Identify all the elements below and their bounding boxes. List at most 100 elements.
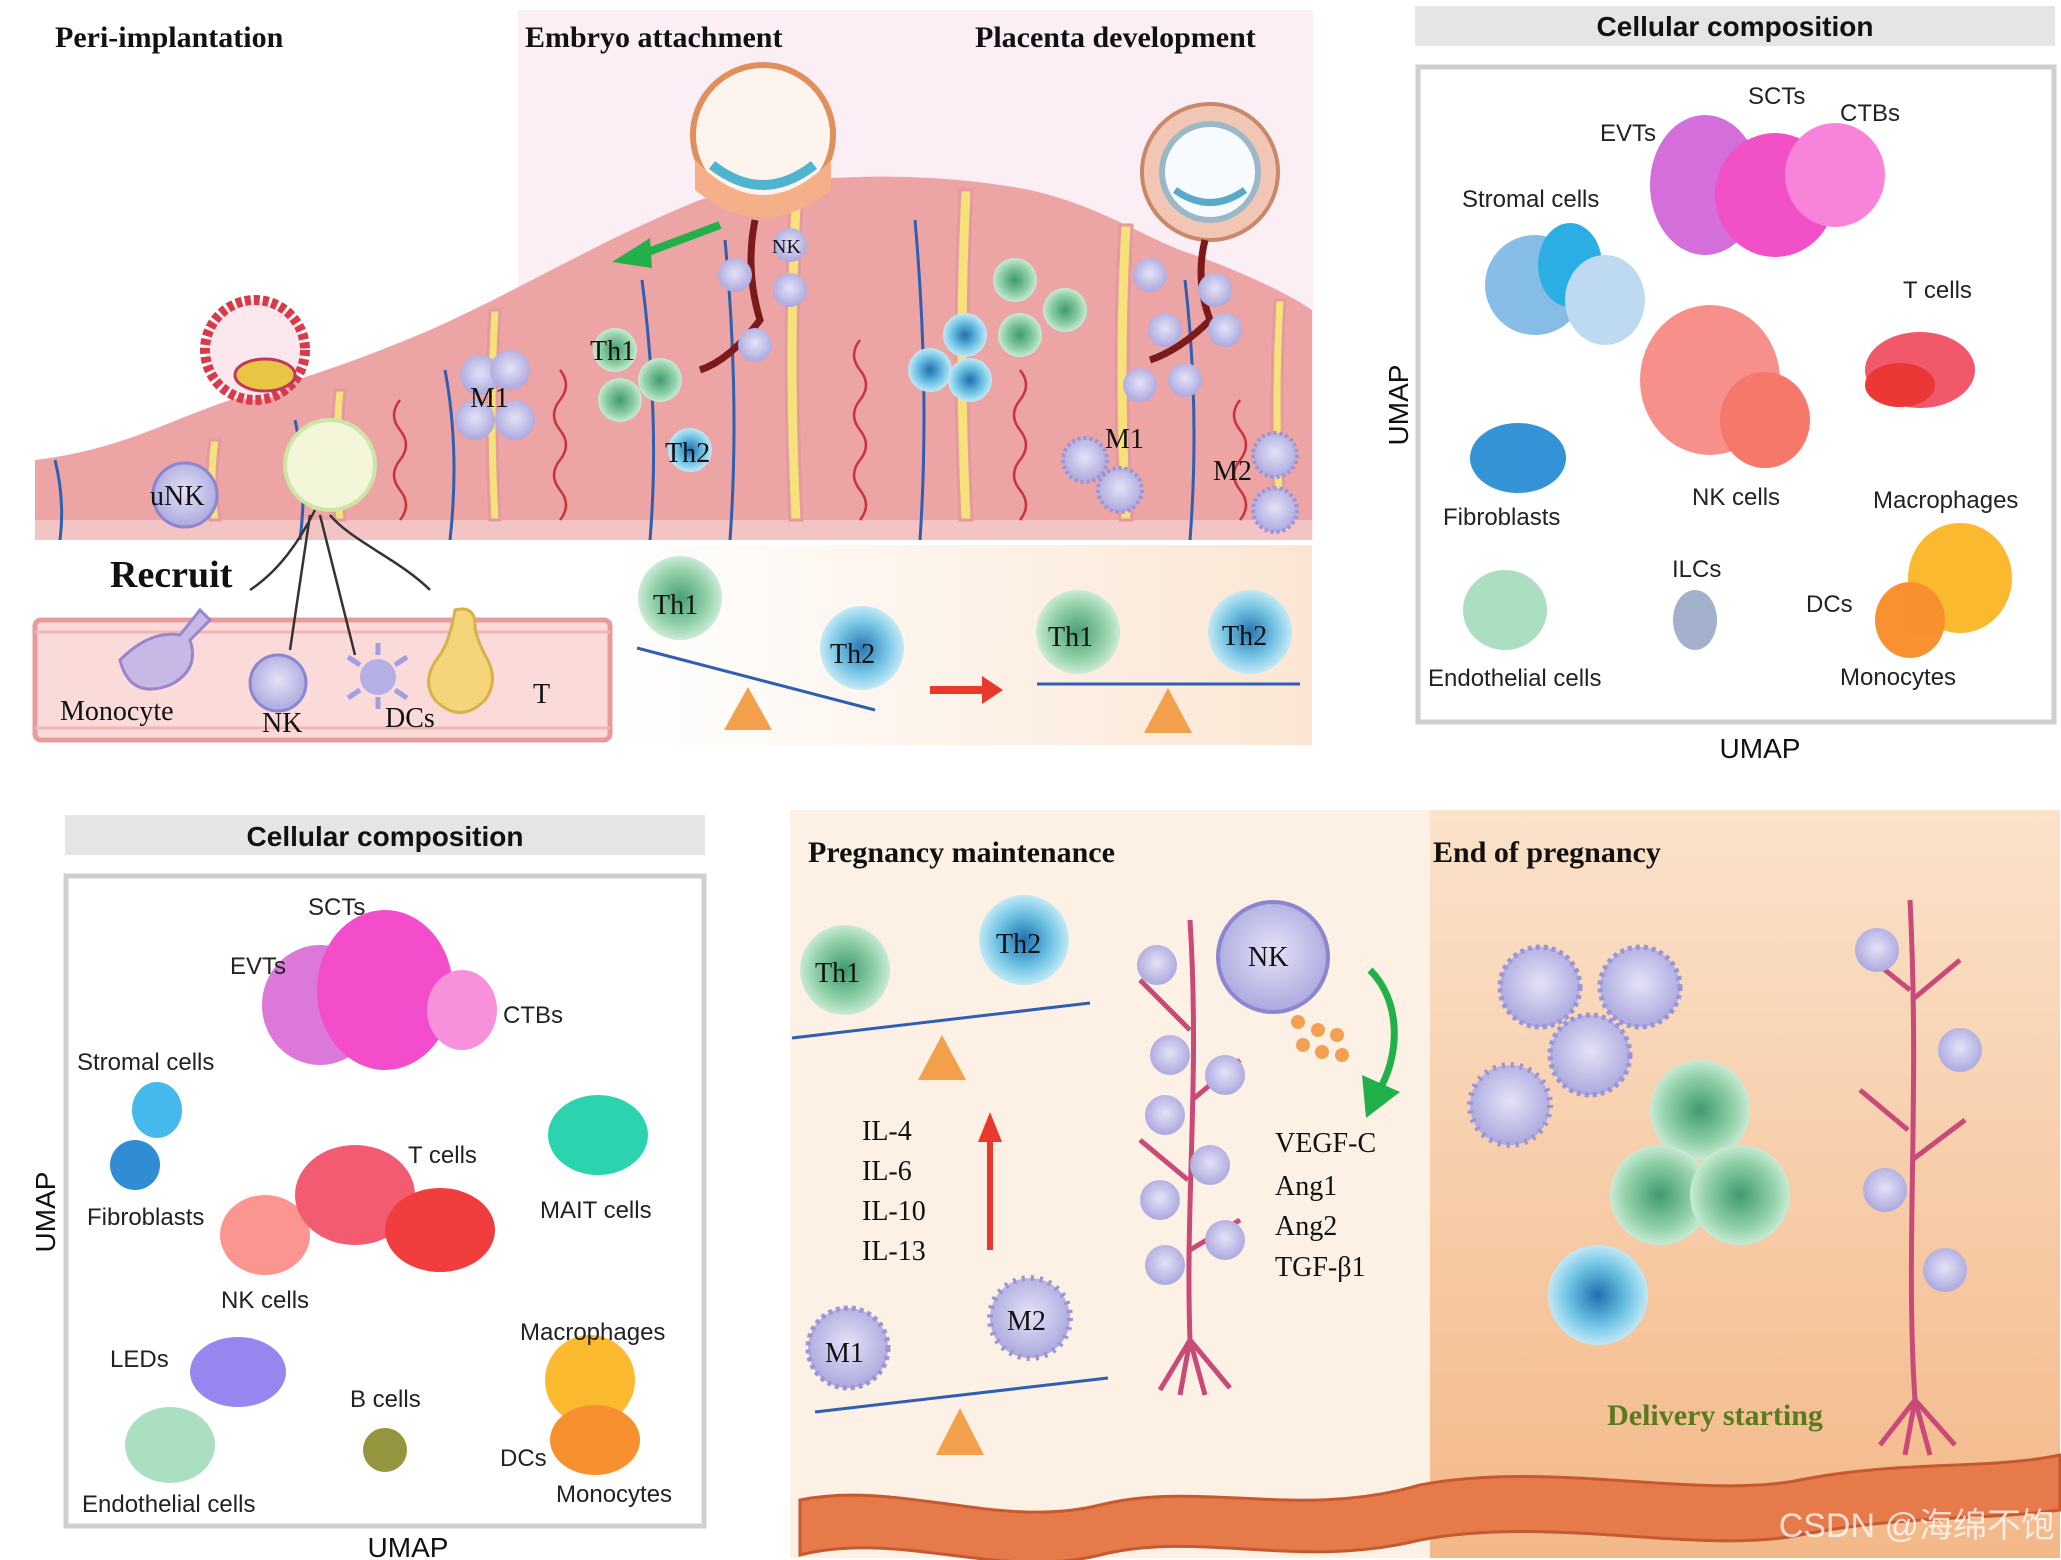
m2-maint — [987, 1275, 1073, 1361]
nk-large — [1216, 900, 1330, 1014]
spiral-arteries — [392, 339, 1248, 521]
secreted-granules — [1291, 1015, 1349, 1062]
utop-dcs: DCs — [1806, 591, 1853, 618]
cluster-fibroblasts-b — [110, 1140, 160, 1190]
cluster-ilcs — [1673, 590, 1717, 650]
cluster-macrophages-b — [545, 1335, 635, 1425]
recruit-arrows — [249, 509, 431, 656]
blastocyst-attaching — [690, 62, 836, 374]
ubot-fibro: Fibroblasts — [87, 1204, 204, 1231]
label-m2-maint: M2 — [1007, 1306, 1046, 1337]
title-peri: Peri-implantation — [55, 21, 284, 54]
ubot-dcs: DCs — [500, 1445, 547, 1472]
th2-balance-left — [820, 606, 904, 690]
th1-maint — [800, 925, 890, 1015]
title-end: End of pregnancy — [1433, 836, 1661, 869]
nk-cells-attach — [718, 228, 807, 362]
label-th2-bal-left: Th2 — [830, 639, 875, 670]
fulcrum-right — [1144, 688, 1192, 733]
shift-arrowhead — [982, 676, 1003, 704]
title-placenta: Placenta development — [975, 21, 1256, 54]
label-th1-a: Th1 — [590, 336, 635, 367]
utop-fibro: Fibroblasts — [1443, 504, 1560, 531]
ubot-evts: EVTs — [230, 953, 286, 980]
factor-1: Ang1 — [1275, 1171, 1337, 1202]
cluster-tcells-core — [1865, 363, 1935, 407]
title-maintenance: Pregnancy maintenance — [808, 836, 1115, 869]
stage-titles: Peri-implantation Embryo attachment Plac… — [55, 21, 1661, 869]
label-t: T — [533, 679, 550, 710]
utop-ilcs: ILCs — [1672, 556, 1721, 583]
utop-endo: Endothelial cells — [1428, 665, 1601, 692]
label-monocyte: Monocyte — [60, 696, 174, 727]
balance-background — [612, 545, 1312, 745]
th2-balance-right — [1208, 590, 1292, 674]
th1-balance-left — [638, 556, 722, 640]
utop-tcells: T cells — [1903, 277, 1972, 304]
th2-end — [1548, 1245, 1648, 1345]
umap-top-ylabel: UMAP — [1383, 365, 1414, 446]
cluster-tcells-b — [295, 1145, 415, 1245]
m1-cluster-a — [455, 350, 535, 440]
nk-end — [1855, 928, 1982, 1292]
invasion-arrowhead — [612, 238, 652, 268]
fulcrum-left — [724, 687, 772, 730]
th1-balance-right — [1036, 590, 1120, 674]
t-cell — [427, 607, 494, 714]
recruit-label: Recruit — [110, 554, 233, 596]
implantation-panel — [32, 10, 1313, 745]
nk-along-vessel — [1137, 945, 1245, 1285]
cluster-mait — [548, 1095, 648, 1175]
th-fulcrum — [918, 1035, 966, 1080]
nk-circulating-cell — [248, 653, 308, 713]
m-beam — [814, 1376, 1109, 1414]
macrophages-placenta — [1061, 431, 1299, 534]
cluster-leds — [190, 1337, 286, 1407]
cluster-dcs-monocytes — [1875, 582, 1945, 658]
umap-top-header: Cellular composition — [1597, 11, 1874, 42]
umap-top-xlabel: UMAP — [1720, 733, 1801, 764]
epithelial-layer — [798, 1453, 2061, 1560]
utop-nk: NK cells — [1692, 484, 1780, 511]
watermark: CSDN @海绵不饱 — [1779, 1507, 2055, 1545]
secretion-arrow — [1367, 967, 1398, 1087]
monocyte-cell — [118, 607, 213, 691]
umap-bottom-header: Cellular composition — [247, 821, 524, 852]
delivery-label: Delivery starting — [1607, 1399, 1823, 1432]
cluster-fibroblasts — [1470, 423, 1566, 493]
ubot-tcells: T cells — [408, 1142, 477, 1169]
macrophages-end — [1467, 944, 1683, 1148]
label-th2-bal-right: Th2 — [1222, 621, 1267, 652]
label-nk-large: NK — [1248, 942, 1288, 973]
label-m1-maint: M1 — [825, 1338, 864, 1369]
unk-cell — [151, 461, 219, 529]
ubot-leds: LEDs — [110, 1346, 169, 1373]
label-m1-a: M1 — [470, 383, 509, 414]
cluster-bcells — [363, 1428, 407, 1472]
cluster-endothelial-b — [125, 1407, 215, 1483]
placenta-embryo — [1140, 102, 1280, 364]
top-left-cell-labels: uNK M1 Th1 Th2 NK M1 M2 Monocyte NK DCs … — [60, 236, 1267, 739]
ubot-bcells: B cells — [350, 1386, 421, 1413]
th-cells-attach — [593, 328, 712, 472]
up-arrowhead — [978, 1112, 1002, 1142]
cluster-nk-bb — [220, 1195, 310, 1275]
dc-cell — [346, 643, 409, 709]
cluster-endothelial — [1463, 570, 1547, 650]
th1-end — [1610, 1060, 1790, 1245]
umap-bottom-ylabel: UMAP — [30, 1172, 61, 1253]
umap-top-labels: SCTs CTBs EVTs Stromal cells T cells Fib… — [1428, 83, 2018, 692]
label-th1-bal-left: Th1 — [653, 590, 698, 621]
utop-evts: EVTs — [1600, 120, 1656, 147]
il-1: IL-6 — [862, 1156, 912, 1187]
label-th1-maint: Th1 — [815, 958, 860, 989]
utop-ctbs: CTBs — [1840, 100, 1900, 127]
umap-bottom-clusters — [110, 910, 648, 1483]
umap-bottom-header-bar — [65, 815, 705, 855]
tilted-beam — [636, 646, 876, 712]
ubot-ctbs: CTBs — [503, 1002, 563, 1029]
ubot-endo: Endothelial cells — [82, 1491, 255, 1518]
umap-bottom-xlabel: UMAP — [368, 1532, 449, 1560]
umap-top-panel — [1415, 6, 2057, 725]
ubot-nk: NK cells — [221, 1287, 309, 1314]
